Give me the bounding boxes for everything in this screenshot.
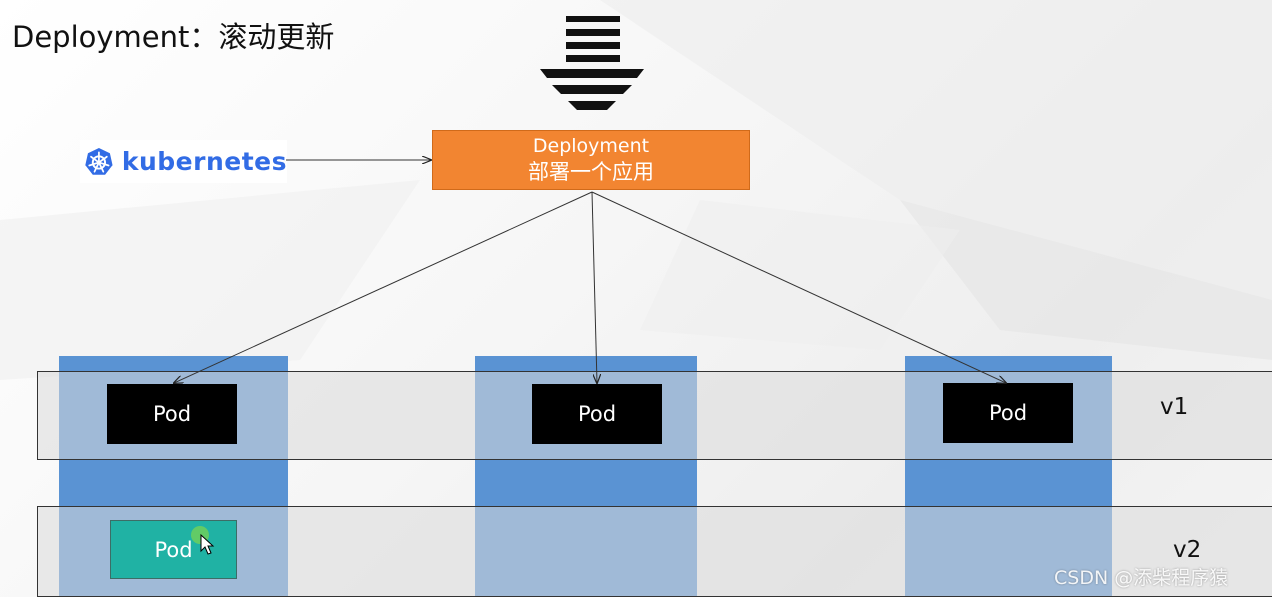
deployment-subtitle: 部署一个应用 xyxy=(528,159,654,184)
deployment-to-pod1-arrow xyxy=(174,191,593,383)
pod-v2-1[interactable]: Pod xyxy=(110,520,237,579)
version-label-v2: v2 xyxy=(1173,537,1202,563)
deployment-box[interactable]: Deployment 部署一个应用 xyxy=(432,130,750,190)
version-label-v1: v1 xyxy=(1160,394,1189,420)
page-title: Deployment：滚动更新 xyxy=(12,20,335,54)
kubernetes-wheel-icon xyxy=(85,147,113,175)
down-arrow-stack-icon xyxy=(540,16,644,110)
watermark-text: CSDN @添柴程序猿 xyxy=(1054,567,1229,589)
kubernetes-wordmark: kubernetes xyxy=(121,147,287,176)
deployment-to-pod2-arrow xyxy=(591,191,597,383)
kubernetes-logo: kubernetes xyxy=(80,140,287,183)
pod-v1-3[interactable]: Pod xyxy=(943,383,1073,443)
deployment-to-pod3-arrow xyxy=(591,191,1006,383)
pod-v1-1[interactable]: Pod xyxy=(107,384,237,444)
pod-v1-2[interactable]: Pod xyxy=(532,384,662,444)
deployment-name: Deployment xyxy=(532,135,650,157)
